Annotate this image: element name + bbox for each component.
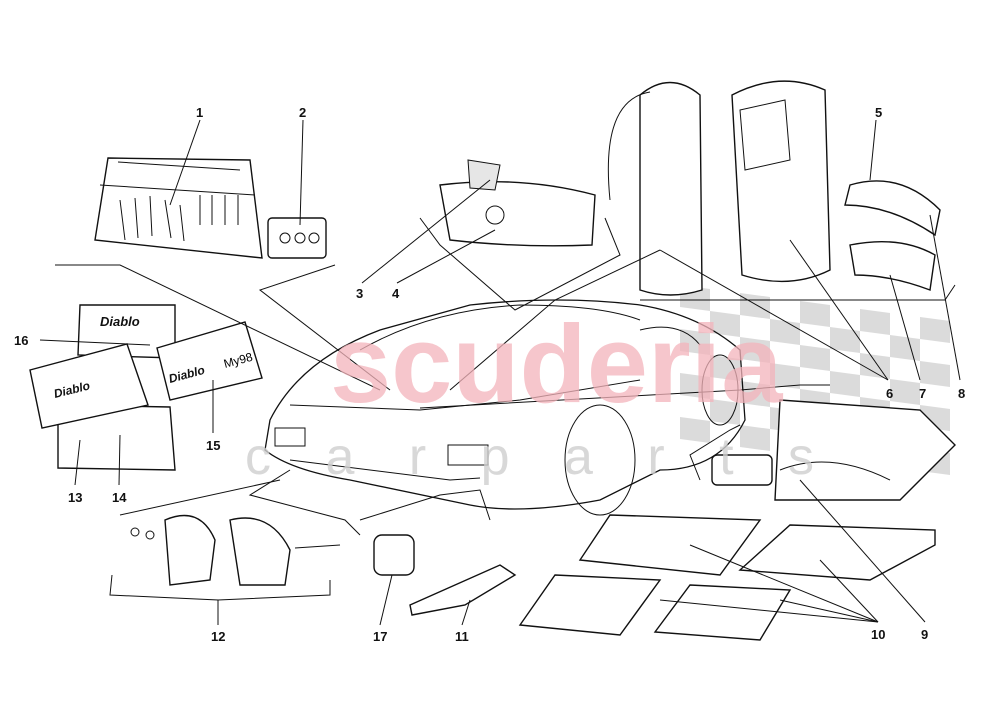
callout-number: 1 (196, 105, 203, 120)
flag-square (890, 379, 920, 405)
flag-square (680, 329, 710, 355)
flag-square (920, 361, 950, 387)
flag-square (770, 363, 800, 389)
callout-number: 7 (919, 386, 926, 401)
callout-number: 6 (886, 386, 893, 401)
callout-number: 8 (958, 386, 965, 401)
flag-square (710, 311, 740, 337)
rear-view-mirror (439, 159, 596, 247)
callout-number: 13 (68, 490, 82, 505)
callout-number: 3 (356, 286, 363, 301)
callout-numbers: 1 2 3 4 5 6 7 8 9 10 11 12 13 14 15 16 1… (14, 105, 965, 644)
fire-extinguisher (607, 81, 703, 296)
flag-square (800, 301, 830, 327)
flag-square (740, 381, 770, 407)
callout-number: 12 (211, 629, 225, 644)
callout-number: 14 (112, 490, 127, 505)
callout-number: 9 (921, 627, 928, 642)
flag-square (860, 353, 890, 379)
tool-case (711, 399, 956, 501)
flag-square (740, 337, 770, 363)
callout-number: 5 (875, 105, 882, 120)
owner-manuals: Diablo Diablo Diablo My98 (29, 304, 263, 471)
flag-square (680, 417, 710, 443)
callout-number: 10 (871, 627, 885, 642)
callout-number: 17 (373, 629, 387, 644)
flag-square (890, 335, 920, 361)
flag-square (740, 425, 770, 451)
callout-number: 15 (206, 438, 220, 453)
callout-number: 16 (14, 333, 28, 348)
callout-number: Diablo (100, 314, 140, 329)
flag-square (710, 399, 740, 425)
watermark-brand: scuderia (330, 303, 783, 426)
extinguisher-pouch (731, 80, 831, 283)
watermark-sub: c a r p a r t s (245, 428, 834, 486)
callout-number: 2 (299, 105, 306, 120)
flag-square (860, 309, 890, 335)
alarm-siren (373, 534, 415, 576)
flag-square (830, 371, 860, 397)
flag-square (830, 327, 860, 353)
callout-number: 11 (455, 629, 469, 644)
tool-kit-roll (94, 157, 263, 259)
flag-square (920, 317, 950, 343)
floor-mats (518, 514, 936, 641)
leader-lines (39, 119, 961, 626)
car-outline (264, 299, 746, 516)
callout-number: 4 (392, 286, 400, 301)
jack-handle (409, 564, 517, 616)
bulb-kit-box (267, 217, 327, 259)
horns (130, 514, 341, 586)
flag-square (710, 355, 740, 381)
flag-square (800, 345, 830, 371)
extinguisher-bracket (844, 180, 941, 291)
